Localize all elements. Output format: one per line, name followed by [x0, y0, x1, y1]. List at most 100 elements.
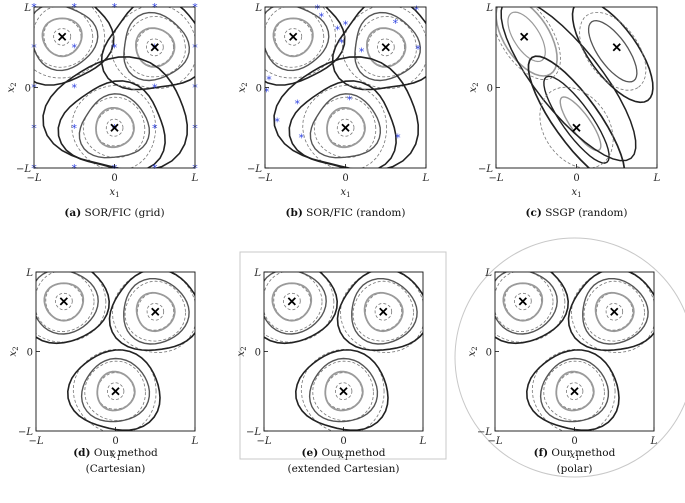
contour-inner — [134, 27, 176, 68]
y-tick-label: −L — [247, 164, 262, 175]
center-cross-marker — [381, 43, 390, 52]
x-axis-label-sub: 1 — [344, 454, 348, 462]
contour-outer — [34, 7, 115, 86]
true-contour-dashed — [72, 348, 157, 431]
inducing-point-marker: * — [72, 1, 78, 14]
true-contour-dashed — [377, 38, 395, 57]
y-axis-label-var: x — [237, 87, 248, 93]
contour-inner — [365, 27, 407, 68]
contour-outer — [336, 272, 423, 352]
inducing-point-marker: * — [266, 73, 272, 86]
inducing-point-marker: * — [298, 131, 304, 144]
x-tick-label: −L — [26, 173, 41, 184]
plot-area — [496, 7, 654, 168]
contour-inner — [326, 107, 366, 149]
inducing-point-marker: * — [319, 11, 325, 24]
contour-mid — [80, 357, 151, 423]
x-axis-label-sub: 1 — [575, 454, 579, 462]
x-tick-label: L — [422, 173, 430, 184]
panel-caption: (f) Our method — [534, 447, 616, 459]
contour-outer — [100, 7, 195, 91]
x-axis-label-sub: 1 — [115, 191, 119, 199]
inducing-point-marker: * — [152, 122, 158, 135]
contour-inner — [324, 370, 364, 412]
x-axis-label-sub: 1 — [116, 454, 120, 462]
true-contour-dashed — [111, 272, 195, 353]
contour-mid — [582, 278, 649, 345]
contour-mid — [36, 272, 99, 335]
contour-outer — [66, 349, 161, 431]
contour-mid — [123, 278, 190, 345]
true-contour-dashed — [34, 7, 106, 79]
plot-frame — [263, 271, 424, 432]
x-tick-label: −L — [488, 173, 503, 184]
inducing-point-marker: * — [152, 162, 158, 175]
panel-caption: (c) SSGP (random) — [526, 207, 628, 219]
true-contour-dashed — [336, 118, 355, 137]
center-cross-marker — [289, 32, 298, 41]
inducing-point-marker: * — [152, 1, 158, 14]
center-cross-marker — [520, 32, 529, 41]
plot-area — [495, 272, 654, 431]
true-contour-dashed — [300, 348, 385, 431]
center-cross-marker — [610, 307, 619, 316]
x-axis-label-var: x — [110, 450, 116, 461]
true-contour-dashed — [264, 272, 323, 333]
inducing-point-marker: * — [294, 98, 300, 111]
contour-outer — [108, 272, 195, 352]
contour-mid — [78, 93, 151, 159]
inducing-point-marker: * — [72, 82, 78, 95]
center-cross-marker — [59, 297, 68, 306]
panel-caption-text: SOR/FIC (random) — [303, 207, 406, 219]
panel-caption-tag: (f) — [534, 447, 548, 459]
contour-outer — [264, 272, 339, 345]
panel-caption-text: SSGP (random) — [542, 207, 628, 219]
contour-mid — [308, 357, 379, 423]
center-cross-marker — [572, 123, 581, 132]
inducing-point-marker: * — [31, 162, 37, 175]
x-axis-label: x1 — [338, 450, 348, 462]
y-axis-label-sub: 2 — [471, 346, 479, 350]
contour-outer — [288, 80, 397, 168]
true-contour-dashed — [283, 292, 301, 311]
true-contour-dashed — [339, 272, 423, 353]
center-cross-marker — [111, 387, 120, 396]
contour-inner — [502, 282, 544, 322]
y-tick-label: L — [254, 3, 262, 14]
true-contour-dashed — [335, 382, 353, 400]
panel-caption-subtext: (polar) — [557, 463, 593, 475]
inducing-point-marker: * — [72, 41, 78, 54]
center-cross-marker — [287, 297, 296, 306]
center-cross-marker — [341, 123, 350, 132]
inducing-point-marker: * — [264, 86, 270, 99]
y-axis-label: x2 — [8, 346, 20, 356]
plot-area — [36, 272, 195, 431]
inducing-point-marker: * — [343, 19, 349, 32]
panel-caption-tag: (b) — [286, 207, 303, 219]
y-tick-label: −L — [18, 427, 33, 438]
y-tick-label: L — [25, 268, 33, 279]
y-axis-label: x2 — [237, 82, 249, 92]
center-cross-marker — [518, 297, 527, 306]
true-contour-dashed — [352, 280, 414, 342]
x-axis-label: x1 — [109, 187, 119, 199]
inducing-point-marker: * — [395, 131, 401, 144]
panel-caption-text: Our method — [318, 447, 386, 459]
contour-inner — [135, 291, 176, 333]
contour-mid — [309, 93, 382, 159]
contour-outer — [331, 7, 426, 91]
contour-line — [527, 55, 626, 168]
true-contour-dashed — [105, 118, 124, 137]
contour-line — [496, 7, 558, 77]
x-axis-label: x1 — [571, 187, 581, 199]
y-axis-label: x2 — [236, 346, 248, 356]
y-tick-label: −L — [477, 427, 492, 438]
panel-caption-text: SOR/FIC (grid) — [81, 207, 164, 219]
inducing-point-marker: * — [152, 82, 158, 95]
x-axis-label: x1 — [569, 450, 579, 462]
y-tick-label: 0 — [255, 348, 261, 359]
center-cross-marker — [339, 387, 348, 396]
